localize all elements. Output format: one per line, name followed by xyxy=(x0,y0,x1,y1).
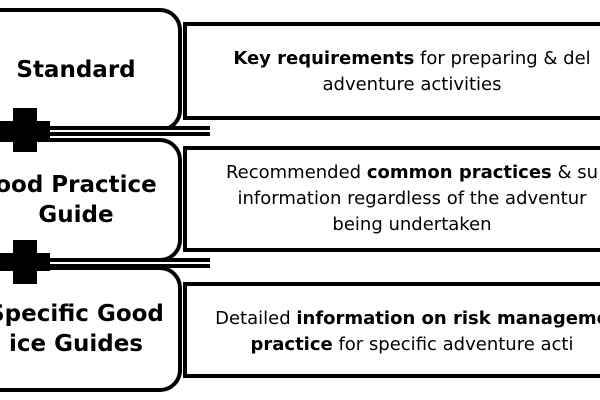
description-line: information regardless of the adventur xyxy=(201,186,600,212)
description-text: being undertaken xyxy=(332,214,492,235)
description-line: practice for specific adventure acti xyxy=(201,332,600,358)
level-1-title-line: Standard xyxy=(16,57,136,83)
description-text: for preparing & del xyxy=(414,48,591,69)
connector-link-1-2 xyxy=(20,122,210,140)
level-2-title-line: ood Practice xyxy=(0,172,157,198)
description-emphasis: common practices xyxy=(366,162,552,183)
description-text: & su xyxy=(551,162,599,183)
description-emphasis: Key requirements xyxy=(233,48,415,69)
level-2-title-box: ood Practice Guide xyxy=(0,138,182,262)
level-2-title-line: Guide xyxy=(38,202,114,228)
description-line: Recommended common practices & su xyxy=(201,160,600,186)
description-text: adventure activities xyxy=(322,74,502,95)
level-3-title: Specific Good ice Guides xyxy=(0,299,164,359)
description-line: being undertaken xyxy=(201,212,600,238)
description-emphasis: practice xyxy=(250,334,333,355)
description-line: Key requirements for preparing & del xyxy=(201,46,600,72)
plus-connector-icon xyxy=(0,240,50,284)
description-emphasis: information on risk manageme xyxy=(296,308,600,329)
description-text: Recommended xyxy=(225,162,367,183)
level-3-title-line: ice Guides xyxy=(8,331,143,357)
level-2-title: ood Practice Guide xyxy=(0,170,157,230)
plus-connector-icon xyxy=(0,108,50,152)
level-3-title-box: Specific Good ice Guides xyxy=(0,266,182,392)
level-1-title: Standard xyxy=(16,55,135,85)
description-text: Detailed xyxy=(215,308,297,329)
connector-link-2-3 xyxy=(20,254,210,272)
description-text: for specific adventure acti xyxy=(332,334,574,355)
level-3-title-line: Specific Good xyxy=(0,301,164,327)
description-line: adventure activities xyxy=(201,72,600,98)
description-text: information regardless of the adventur xyxy=(237,188,587,209)
description-line: Detailed information on risk manageme xyxy=(201,306,600,332)
